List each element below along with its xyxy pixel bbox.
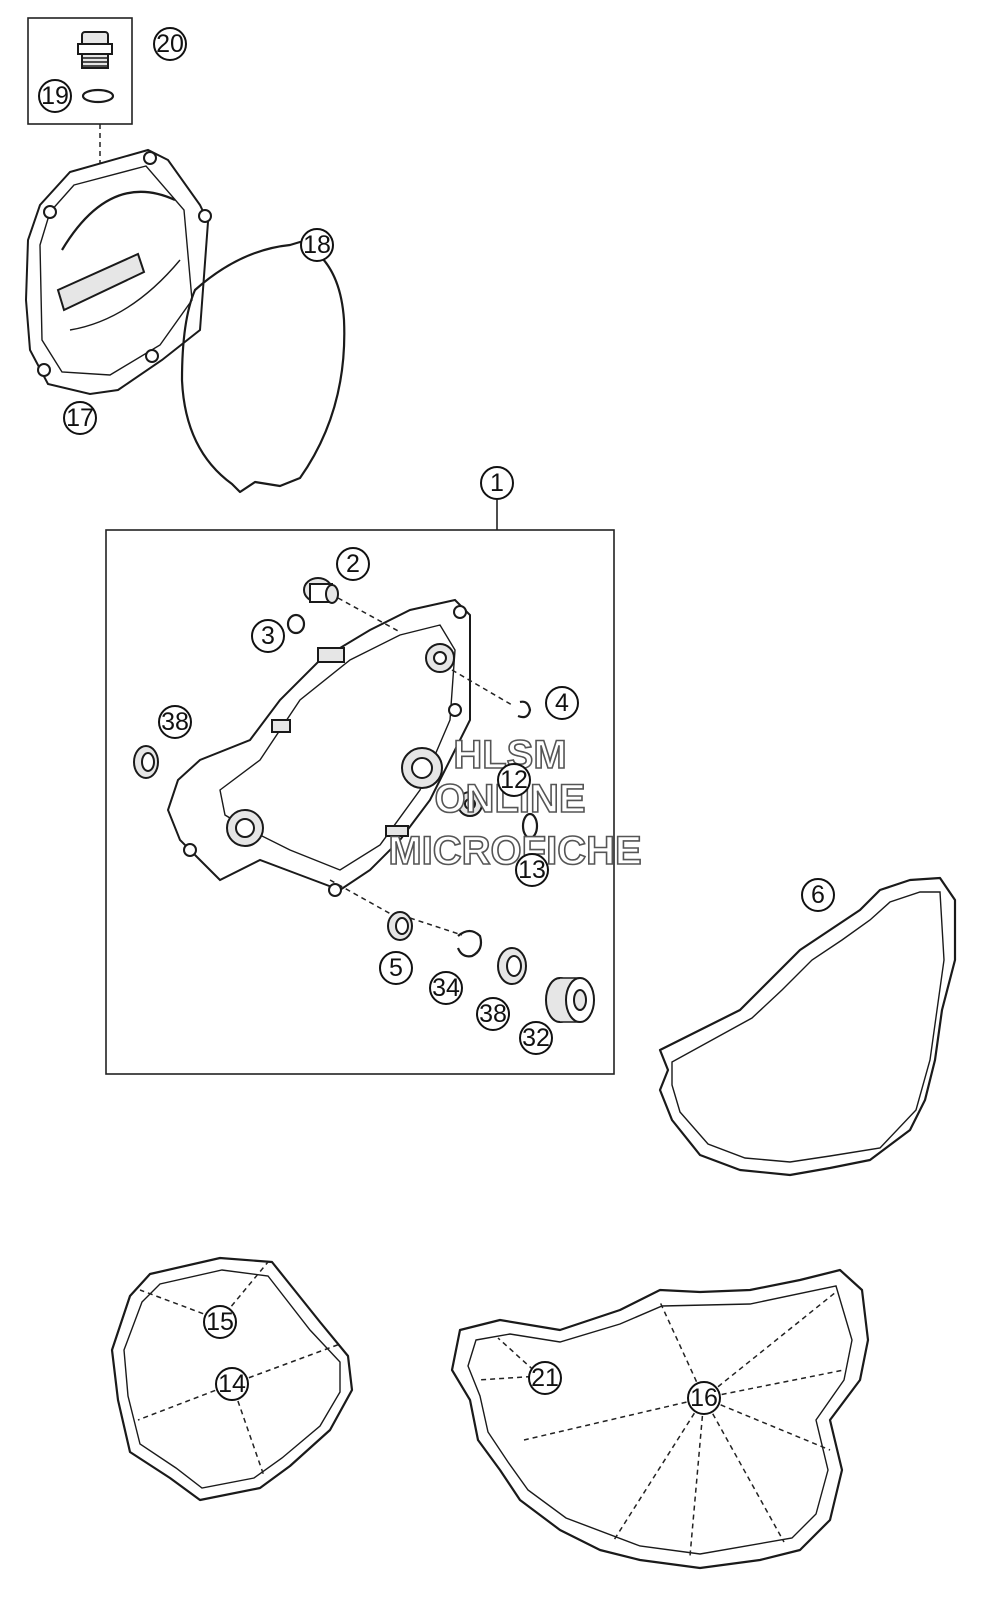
shaft-seal-38 xyxy=(133,745,159,779)
callout-label: 16 xyxy=(690,1384,718,1412)
leader-line xyxy=(451,669,513,706)
callout-label: 15 xyxy=(206,1308,234,1336)
callout-label: 38 xyxy=(161,708,189,736)
inner-clutch-cover xyxy=(166,598,471,897)
leader-line xyxy=(231,1383,265,1477)
gasket-16-inner-edge xyxy=(467,1285,853,1555)
leader-line xyxy=(703,1291,837,1399)
watermark-line-3: MICROFICHE xyxy=(388,829,641,873)
callout-19[interactable]: 19 xyxy=(38,79,72,113)
leader-line xyxy=(329,879,399,919)
callout-38-upper[interactable]: 38 xyxy=(158,705,192,739)
callout-label: 4 xyxy=(555,689,569,717)
circlip-4 xyxy=(517,700,532,719)
callout-label: 17 xyxy=(66,404,94,432)
assembly-frame-1 xyxy=(105,529,615,1075)
leader-line xyxy=(409,917,463,936)
callout-32[interactable]: 32 xyxy=(519,1021,553,1055)
callout-label: 6 xyxy=(811,881,825,909)
callout-label: 34 xyxy=(432,974,460,1002)
gasket-6-inner-edge xyxy=(671,891,945,1163)
callout-15[interactable]: 15 xyxy=(203,1305,237,1339)
seal-ring-5 xyxy=(387,911,413,941)
clutch-cover xyxy=(24,148,212,396)
callout-6[interactable]: 6 xyxy=(801,878,835,912)
callout-2[interactable]: 2 xyxy=(336,547,370,581)
callout-34[interactable]: 34 xyxy=(429,971,463,1005)
watermark-line-1: HLSM xyxy=(453,733,566,777)
callout-3[interactable]: 3 xyxy=(251,619,285,653)
leader-line xyxy=(613,1397,705,1541)
callout-label: 38 xyxy=(479,1000,507,1028)
leader-line xyxy=(703,1369,845,1399)
callout-21[interactable]: 21 xyxy=(528,1361,562,1395)
callout-20[interactable]: 20 xyxy=(153,27,187,61)
shaft-seal-38b xyxy=(497,947,527,985)
leader-line xyxy=(689,1397,705,1557)
o-ring-3 xyxy=(286,613,306,635)
callout-1[interactable]: 1 xyxy=(480,466,514,500)
o-ring-13 xyxy=(521,812,539,840)
clutch-cover-gasket-6 xyxy=(658,876,957,1177)
pump-wheel-12 xyxy=(457,791,483,817)
leader-line xyxy=(231,1343,341,1385)
gasket-15-ring xyxy=(123,1269,341,1489)
callout-4[interactable]: 4 xyxy=(545,686,579,720)
callout-label: 19 xyxy=(41,82,69,110)
callout-14[interactable]: 14 xyxy=(215,1367,249,1401)
circlip-34 xyxy=(456,929,483,958)
callout-label: 20 xyxy=(156,30,184,58)
leader-line xyxy=(703,1397,831,1451)
callout-17[interactable]: 17 xyxy=(63,401,97,435)
callout-label: 13 xyxy=(518,856,546,884)
callout-label: 2 xyxy=(346,550,360,578)
callout-12[interactable]: 12 xyxy=(497,763,531,797)
leader-line xyxy=(703,1397,785,1543)
o-ring-19 xyxy=(81,88,115,104)
callout-label: 1 xyxy=(490,469,504,497)
leader-line xyxy=(137,1383,233,1421)
leader-line xyxy=(337,597,401,633)
callout-18[interactable]: 18 xyxy=(300,228,334,262)
oil-filler-plug xyxy=(77,31,113,69)
callout-label: 14 xyxy=(218,1370,246,1398)
callout-5[interactable]: 5 xyxy=(379,951,413,985)
callout-16[interactable]: 16 xyxy=(687,1381,721,1415)
leader-line xyxy=(523,1397,705,1441)
callout-label: 12 xyxy=(500,766,528,794)
screw-plug-2 xyxy=(303,577,339,604)
callout-13[interactable]: 13 xyxy=(515,853,549,887)
callout-label: 5 xyxy=(389,954,403,982)
callout-label: 32 xyxy=(522,1024,550,1052)
callout-38-lower[interactable]: 38 xyxy=(476,997,510,1031)
kit-box-19-20 xyxy=(27,17,133,125)
ignition-cover-gasket-16 xyxy=(450,1268,870,1570)
cover-gasket-18 xyxy=(180,240,346,494)
ball-bearing-32 xyxy=(545,977,595,1023)
inner-cover-gasket-14 xyxy=(110,1256,354,1502)
watermark: HLSM ONLINE MICROFICHE xyxy=(388,732,643,874)
callout-label: 18 xyxy=(303,231,331,259)
callout-label: 3 xyxy=(261,622,275,650)
callout-label: 21 xyxy=(531,1364,559,1392)
